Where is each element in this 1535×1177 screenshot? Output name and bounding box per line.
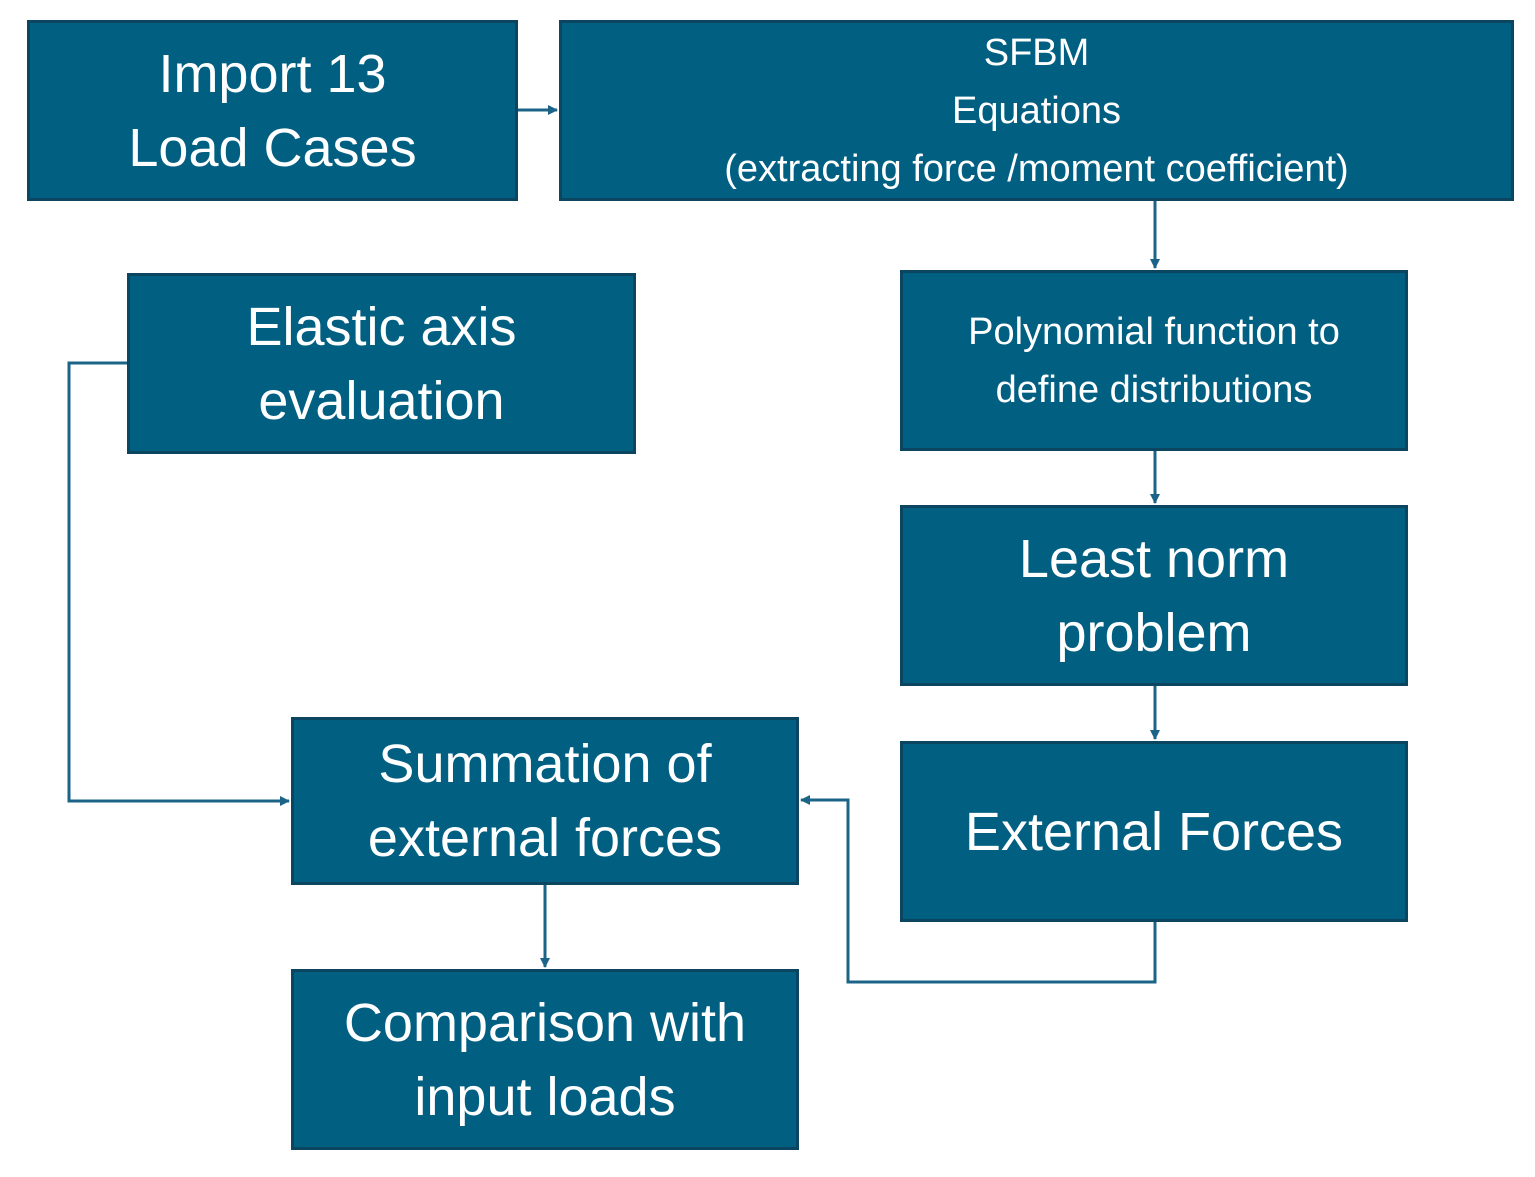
summation-external-forces-box: Summation of external forces — [291, 717, 799, 885]
external-forces-box: External Forces — [900, 741, 1408, 922]
compare-line-1: Comparison with — [343, 992, 747, 1053]
elastic-line-2: evaluation — [258, 370, 505, 431]
summation-line-1: Summation of — [378, 734, 712, 794]
least-line-1: Least norm — [1018, 528, 1290, 589]
sfbm-equations-box: SFBM Equations (extracting force /moment… — [559, 20, 1514, 201]
summation-line-2: external forces — [367, 808, 723, 868]
sfbm-line-3: (extracting force /moment coefficient) — [724, 147, 1349, 190]
sfbm-line-2: Equations — [951, 89, 1121, 132]
compare-line-2: input loads — [414, 1066, 676, 1127]
poly-line-2: define distributions — [995, 368, 1313, 411]
least-line-2: problem — [1056, 602, 1252, 663]
sfbm-line-1: SFBM — [983, 31, 1090, 74]
elastic-line-1: Elastic axis — [246, 296, 517, 357]
arrow-external-to-summation — [800, 795, 1157, 984]
elastic-axis-evaluation-box: Elastic axis evaluation — [127, 273, 636, 454]
arrow-elastic-to-summation — [67, 361, 290, 806]
polynomial-function-box: Polynomial function to define distributi… — [900, 270, 1408, 451]
least-norm-problem-box: Least norm problem — [900, 505, 1408, 686]
import-load-cases-box: Import 13 Load Cases — [27, 20, 518, 201]
external-line-1: External Forces — [964, 801, 1344, 862]
import-line-2: Load Cases — [128, 117, 417, 178]
import-line-1: Import 13 — [158, 43, 387, 104]
comparison-input-loads-box: Comparison with input loads — [291, 969, 799, 1150]
poly-line-1: Polynomial function to — [968, 310, 1340, 353]
